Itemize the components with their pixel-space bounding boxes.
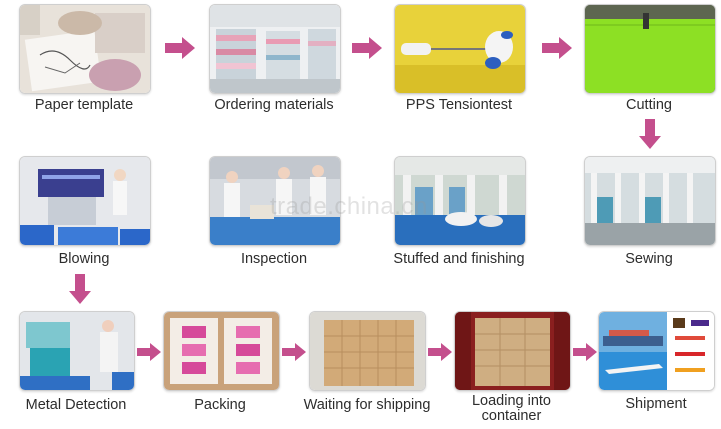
step-label: Blowing	[58, 251, 110, 267]
arrow-right-icon	[573, 343, 597, 361]
arrow-down-icon	[639, 119, 661, 149]
step-label: PPS Tensiontest	[405, 97, 513, 113]
blowing-machine-photo	[19, 156, 151, 246]
step-label: Stuffed and finishing	[393, 251, 525, 267]
arrow-down-icon	[69, 274, 91, 304]
step-label: Shipment	[625, 396, 687, 412]
inspection-photo	[209, 156, 341, 246]
paper-template-photo	[19, 4, 151, 94]
container-photo	[454, 311, 571, 391]
cutting-machine-photo	[584, 4, 716, 94]
step-label: Inspection	[240, 251, 308, 267]
watermark: trade.china.cn	[270, 193, 428, 220]
arrow-right-icon	[352, 37, 382, 59]
warehouse-photo	[209, 4, 341, 94]
arrow-right-icon	[428, 343, 452, 361]
tension-test-photo	[394, 4, 526, 94]
step-label: Metal Detection	[25, 397, 127, 413]
metal-detector-photo	[19, 311, 135, 391]
step-label: Waiting for shipping	[303, 397, 431, 413]
step-label: Loading into container	[471, 393, 551, 424]
sewing-line-photo	[584, 156, 716, 246]
carton-stack-photo	[309, 311, 426, 391]
step-label: Cutting	[626, 97, 672, 113]
step-label: Paper template	[34, 97, 134, 113]
stuffing-photo	[394, 156, 526, 246]
shipment-photo	[598, 311, 715, 391]
step-label: Packing	[194, 397, 246, 413]
step-label: Ordering materials	[214, 97, 334, 113]
arrow-right-icon	[282, 343, 306, 361]
arrow-right-icon	[137, 343, 161, 361]
arrow-right-icon	[542, 37, 572, 59]
packing-photo	[163, 311, 280, 391]
arrow-right-icon	[165, 37, 195, 59]
step-label: Sewing	[625, 251, 673, 267]
